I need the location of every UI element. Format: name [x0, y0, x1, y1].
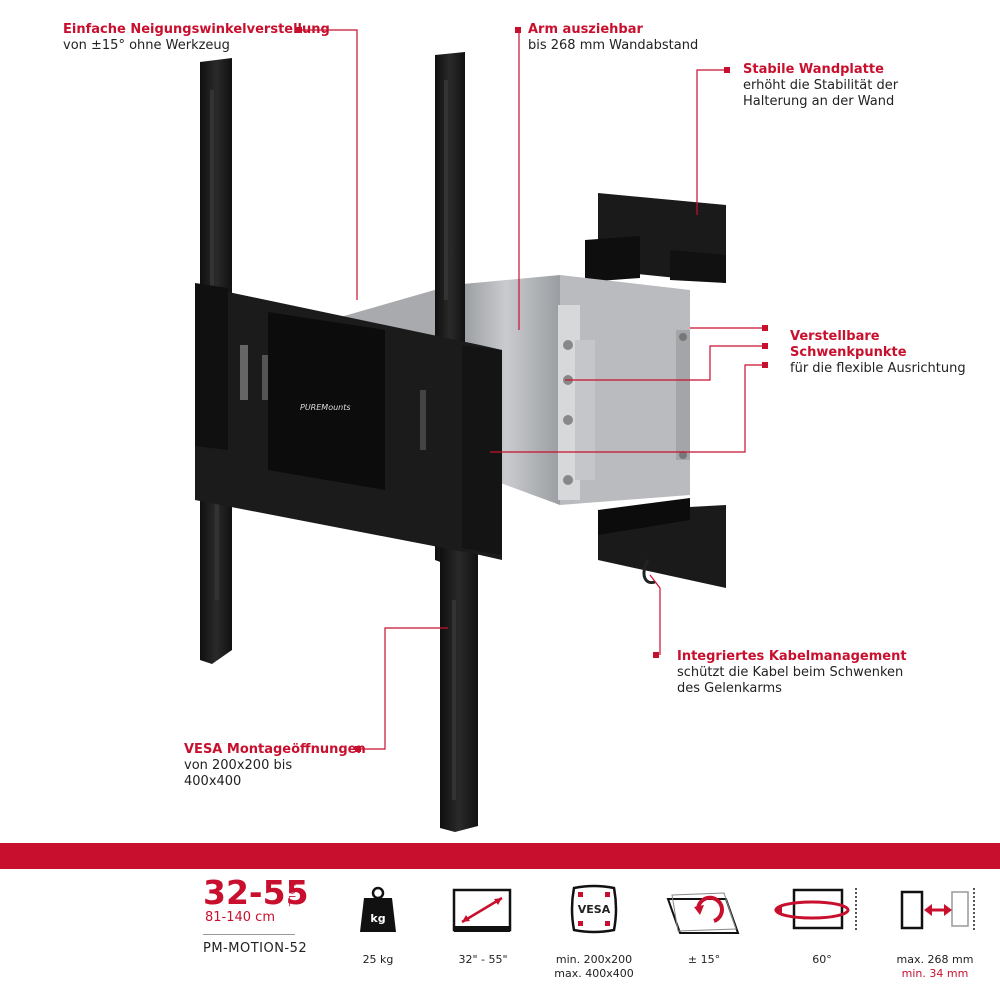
- annotation-vesa: VESA Montageöffnungen von 200x200 bis 40…: [184, 742, 366, 790]
- annotation-wallplate-desc2: Halterung an der Wand: [743, 94, 895, 109]
- annotation-tilt-desc: von ±15° ohne Werkzeug: [63, 38, 230, 53]
- model-number: PM-MOTION-52: [203, 941, 308, 956]
- weight-icon: [360, 886, 396, 932]
- annotation-vesa-desc1: von 200x200 bis: [184, 758, 293, 773]
- product-illustration: [195, 52, 726, 832]
- annotation-cable: Integriertes Kabelmanagement schützt die…: [677, 649, 907, 697]
- annotation-pivot: Verstellbare Schwenkpunkte für die flexi…: [790, 329, 1000, 377]
- spec-vesa-max: max. 400x400: [554, 967, 634, 980]
- size-separator: [203, 934, 295, 935]
- annotation-cable-desc1: schützt die Kabel beim Schwenken: [677, 665, 904, 680]
- spec-weight: 25 kg: [362, 953, 394, 966]
- annotation-cable-title: Integriertes Kabelmanagement: [677, 649, 907, 664]
- annotation-arm: Arm ausziehbar bis 268 mm Wandabstand: [528, 22, 698, 54]
- annotation-cable-desc2: des Gelenkarms: [677, 681, 782, 696]
- red-divider-band: [0, 843, 1000, 869]
- brand-logo: PUREMounts: [300, 403, 351, 412]
- annotation-pivot-desc: für die flexible Ausrichtung: [790, 361, 966, 376]
- vesa-icon-label: VESA: [577, 903, 611, 916]
- diagonal-icon: [452, 888, 512, 932]
- spec-distance-min: min. 34 mm: [901, 967, 969, 980]
- annotation-wallplate-desc1: erhöht die Stabilität der: [743, 78, 899, 93]
- annotation-vesa-desc2: 400x400: [184, 774, 242, 789]
- spec-tilt: ± 15°: [687, 953, 721, 966]
- annotation-pivot-title: Verstellbare Schwenkpunkte: [790, 329, 907, 360]
- annotation-tilt-title: Einfache Neigungswinkelverstellung: [63, 22, 330, 37]
- spec-distance-max: max. 268 mm: [896, 953, 974, 966]
- tilt-icon: [666, 892, 740, 934]
- spec-swivel: 60°: [812, 953, 832, 966]
- spec-vesa-min: min. 200x200: [555, 953, 633, 966]
- wall-plate: [585, 193, 726, 588]
- annotation-wallplate-title: Stabile Wandplatte: [743, 62, 884, 77]
- spec-diagonal: 32" - 55": [458, 953, 508, 966]
- size-cm: 81-140 cm: [205, 910, 275, 925]
- weight-icon-label: kg: [370, 912, 386, 925]
- callout-lines: [296, 27, 768, 752]
- mount-crossbar: [195, 283, 502, 560]
- annotation-wallplate: Stabile Wandplatte erhöht die Stabilität…: [743, 62, 898, 110]
- size-inch: 32-55: [203, 873, 309, 912]
- wall-distance-icon: [900, 888, 975, 932]
- annotation-arm-desc: bis 268 mm Wandabstand: [528, 38, 699, 53]
- annotation-vesa-title: VESA Montageöffnungen: [184, 742, 366, 757]
- annotation-tilt: Einfache Neigungswinkelverstellung von ±…: [63, 22, 330, 54]
- size-unit: ZOLL: [286, 880, 296, 908]
- annotation-arm-title: Arm ausziehbar: [528, 22, 643, 37]
- vesa-icon: [570, 884, 618, 934]
- swivel-icon: [774, 888, 857, 932]
